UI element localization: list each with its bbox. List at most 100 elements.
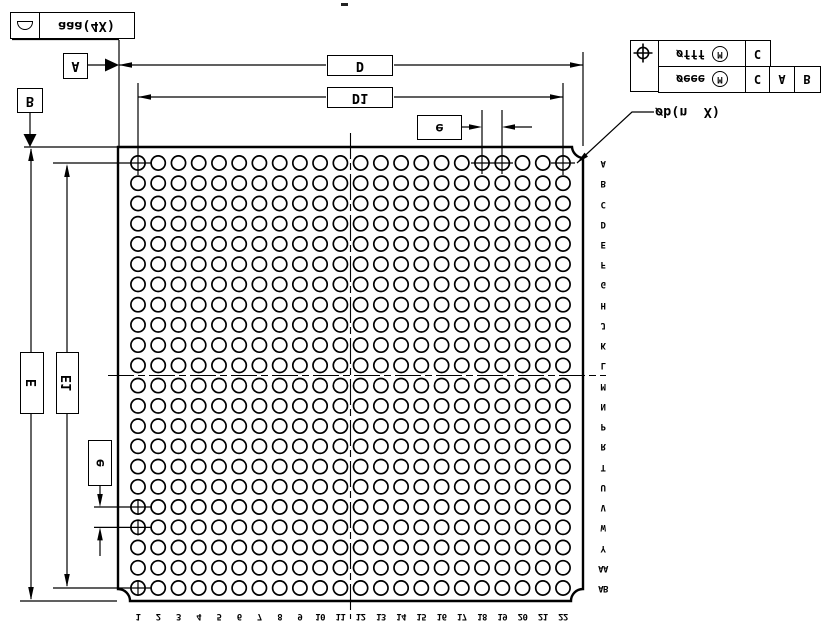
datum-b-triangle [23, 134, 37, 147]
solder-ball [251, 215, 268, 232]
solder-ball [534, 539, 551, 556]
solder-ball [372, 438, 389, 455]
solder-ball [211, 296, 227, 313]
solder-ball [514, 539, 531, 556]
col-label: 6 [236, 611, 242, 621]
solder-ball [433, 397, 450, 414]
solder-ball [150, 418, 167, 435]
solder-ball [474, 276, 490, 293]
solder-ball [211, 195, 227, 212]
solder-ball [271, 357, 288, 374]
solder-ball [170, 215, 187, 232]
datum-a-box: A [63, 53, 88, 79]
solder-ball [271, 155, 288, 171]
solder-ball [271, 377, 288, 394]
solder-ball [352, 296, 369, 313]
solder-ball [372, 155, 389, 171]
solder-ball [433, 357, 450, 374]
solder-ball [372, 458, 389, 475]
solder-ball [453, 438, 470, 455]
fcf-row2-datum-b-cell: B [793, 65, 821, 93]
solder-ball [393, 337, 410, 354]
solder-ball [453, 377, 470, 394]
solder-ball [352, 559, 369, 576]
solder-ball [130, 316, 146, 333]
solder-ball [433, 458, 450, 475]
solder-ball [231, 256, 248, 273]
solder-ball [150, 357, 167, 374]
solder-ball [211, 215, 227, 232]
solder-ball [413, 276, 430, 293]
solder-ball [130, 236, 146, 252]
solder-ball [291, 276, 308, 293]
solder-ball [332, 337, 349, 354]
profile-frame-value-cell: aaa(4X) [38, 12, 135, 39]
solder-ball [251, 478, 268, 495]
solder-ball [251, 580, 268, 596]
solder-ball [231, 337, 248, 354]
solder-ball [231, 215, 248, 232]
solder-ball [433, 438, 450, 455]
solder-ball [251, 155, 268, 171]
solder-ball [231, 357, 248, 374]
col-label: 3 [176, 611, 181, 621]
solder-ball [393, 215, 410, 232]
solder-ball [291, 580, 308, 596]
solder-ball [413, 458, 430, 475]
solder-ball [433, 539, 450, 556]
solder-ball [433, 296, 450, 313]
solder-ball [474, 580, 490, 596]
dimension-lines [12, 38, 654, 602]
solder-ball [433, 175, 450, 192]
row-label: E [600, 239, 606, 249]
solder-ball [393, 438, 410, 455]
solder-ball [534, 519, 551, 536]
solder-ball [211, 519, 227, 536]
solder-ball [534, 175, 551, 192]
solder-ball [190, 236, 207, 252]
solder-ball [291, 316, 308, 333]
solder-ball [312, 559, 329, 576]
col-label: 11 [335, 611, 346, 621]
solder-ball [271, 438, 288, 455]
solder-ball [372, 519, 389, 536]
solder-ball [555, 296, 571, 313]
solder-ball [352, 478, 369, 495]
solder-ball [271, 256, 288, 273]
solder-ball [190, 357, 207, 374]
solder-ball [291, 377, 308, 394]
solder-ball [332, 377, 349, 394]
solder-ball [534, 559, 551, 576]
solder-ball [271, 337, 288, 354]
dim-d-label: D [355, 57, 365, 74]
solder-ball [474, 175, 490, 192]
solder-ball [393, 155, 410, 171]
solder-ball [352, 236, 369, 252]
row-label: T [600, 461, 606, 472]
solder-ball [130, 337, 146, 354]
solder-ball [433, 215, 450, 232]
solder-ball [231, 155, 248, 171]
col-label: 16 [436, 611, 447, 621]
solder-ball [514, 296, 531, 313]
solder-ball [170, 276, 187, 293]
col-label: 10 [315, 611, 326, 621]
solder-ball [150, 195, 167, 212]
solder-ball [211, 357, 227, 374]
solder-ball [514, 478, 531, 495]
solder-ball [393, 296, 410, 313]
solder-ball [332, 276, 349, 293]
solder-ball [211, 478, 227, 495]
solder-ball [271, 478, 288, 495]
solder-ball [170, 175, 187, 192]
solder-ball [514, 276, 531, 293]
ball-grid [130, 155, 571, 596]
solder-ball [453, 316, 470, 333]
solder-ball [130, 580, 146, 596]
pitch-e-top-box: e [417, 115, 462, 140]
solder-ball [312, 296, 329, 313]
col-label: 14 [396, 611, 407, 621]
solder-ball [150, 337, 167, 354]
solder-ball [494, 296, 511, 313]
